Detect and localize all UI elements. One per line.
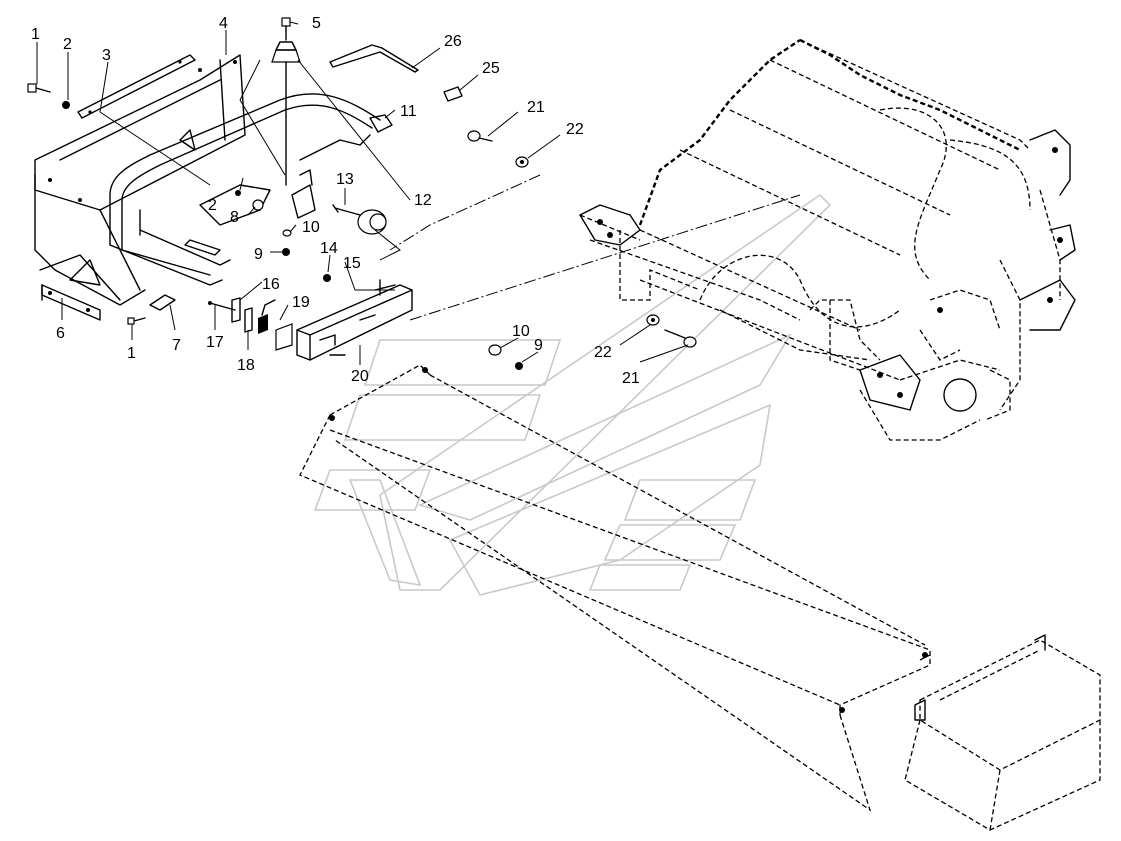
washer-part-10a: [282, 229, 292, 237]
washer-part-22a: [515, 156, 529, 168]
center-line-2: [389, 174, 541, 251]
bolt-part-17: [208, 301, 236, 311]
callout-10b: 10: [512, 323, 530, 340]
callout-4: 4: [219, 15, 228, 32]
callout-25: 25: [482, 60, 500, 77]
machine-outline: [579, 38, 1076, 441]
nut-part-14: [323, 274, 331, 282]
callout-3: 3: [102, 47, 111, 64]
callout-20: 20: [351, 368, 369, 385]
callout-labels: 1 2 3 4 5 26 25 21 22 11 12 13 2 8 10 9 …: [31, 15, 640, 387]
callout-16: 16: [262, 276, 280, 293]
callout-9a: 9: [254, 246, 263, 263]
callout-21a: 21: [527, 99, 545, 116]
callout-17: 17: [206, 334, 224, 351]
center-line: [409, 194, 801, 321]
callout-18: 18: [237, 357, 255, 374]
callout-13: 13: [336, 171, 354, 188]
bolt-part-21a: [467, 130, 493, 142]
clip-part-16: [231, 297, 241, 323]
catcher-box-outline: [904, 634, 1101, 831]
plate-part-8: [199, 184, 271, 226]
callout-7: 7: [172, 337, 181, 354]
strip-part-3: [77, 54, 196, 119]
plate-part-7: [149, 294, 176, 311]
nut-part-9a: [282, 248, 290, 256]
mount-part-5: [271, 17, 301, 186]
callout-14: 14: [320, 240, 338, 257]
callout-15: 15: [343, 255, 361, 272]
callout-1a: 1: [31, 26, 40, 43]
washer-part-2: [62, 101, 70, 109]
callout-12: 12: [414, 192, 432, 209]
bolt-part-1: [27, 83, 51, 93]
leader-lines: [36, 21, 689, 365]
callout-11: 11: [400, 103, 417, 120]
bolt-part-13: [332, 204, 361, 216]
bolt-part-21b: [664, 329, 697, 348]
callout-2b: 2: [208, 197, 217, 214]
rubber-mount-part-12: [357, 209, 387, 235]
hood-housing: [34, 54, 246, 306]
callout-2a: 2: [63, 36, 72, 53]
clamp-part-19: [258, 299, 293, 351]
clip-part-18: [244, 307, 253, 333]
callout-19: 19: [292, 294, 310, 311]
callout-26: 26: [444, 33, 462, 50]
bracket-part-6: [41, 284, 101, 321]
bracket-beam-part-20: [296, 279, 413, 361]
callout-9b: 9: [534, 337, 543, 354]
washer-part-10b: [488, 344, 502, 356]
callout-1b: 1: [127, 345, 136, 362]
small-bracket: [291, 169, 316, 219]
plate-part-25: [443, 86, 463, 102]
callout-22a: 22: [566, 121, 584, 138]
deck-outline: [299, 364, 931, 812]
nut-part-9b: [515, 362, 523, 370]
watermark-logo: [313, 193, 832, 596]
washer-part-22b: [646, 314, 660, 326]
bolt-part-1b: [127, 317, 146, 325]
callout-21b: 21: [622, 370, 640, 387]
bracket-part-26: [329, 44, 419, 73]
callout-6: 6: [56, 325, 65, 342]
tube-frame-part-11: [109, 93, 393, 286]
callout-10a: 10: [302, 219, 320, 236]
callout-5: 5: [312, 15, 321, 32]
callout-8: 8: [230, 209, 239, 226]
callout-22b: 22: [594, 344, 612, 361]
